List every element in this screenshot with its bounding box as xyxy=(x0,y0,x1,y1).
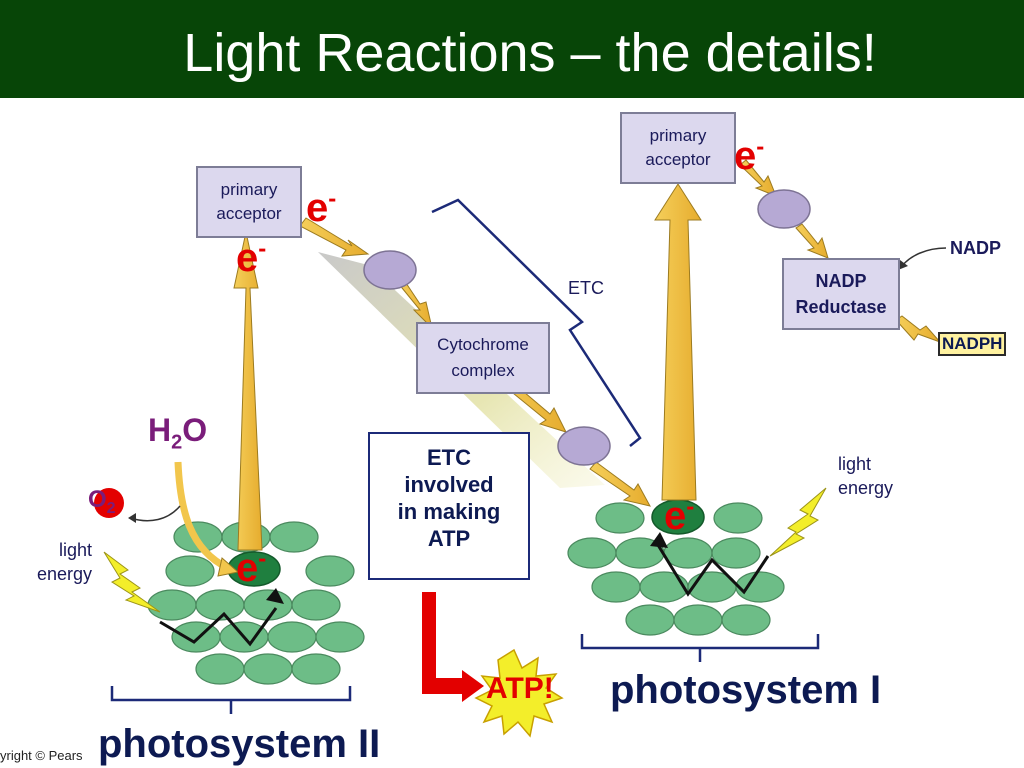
h2o-h: H xyxy=(148,412,172,448)
electron-text: e xyxy=(236,236,259,280)
electron-charge: - xyxy=(258,235,267,263)
electron-label-ps2-arrow: e- xyxy=(236,236,266,281)
light-energy-ps2-line1: light xyxy=(58,540,92,560)
etc-label: ETC xyxy=(568,278,604,298)
primary-acceptor-ps1: primary acceptor xyxy=(620,112,736,184)
title-bar: Light Reactions – the details! xyxy=(0,0,1024,98)
photosystem-ii-bracket xyxy=(110,686,352,714)
electron-charge: - xyxy=(686,493,695,521)
etc-atp-note-line4: ATP xyxy=(427,526,471,551)
photosystem-i-bracket xyxy=(580,634,820,662)
h2o-subscript: 2 xyxy=(171,431,183,454)
primary-acceptor-ps1-line2: acceptor xyxy=(645,150,711,169)
electron-label-ps2-center: e- xyxy=(236,546,266,591)
light-bolt-ps1 xyxy=(769,487,827,557)
electron-label-ps1-center: e- xyxy=(664,494,694,539)
h2o-label: H2O xyxy=(148,412,207,454)
light-energy-ps1-line1: light xyxy=(838,454,872,474)
photosystem-i-label: photosystem I xyxy=(610,668,882,712)
primary-acceptor-ps2-line1: primary xyxy=(220,180,278,199)
energy-transfer-zigzag-ps1 xyxy=(656,544,770,597)
o2-o: O xyxy=(88,486,107,513)
zigzag-arrowhead-ps2 xyxy=(266,588,284,604)
photosystem-i-discs xyxy=(567,502,785,636)
light-energy-ps1-line2: energy xyxy=(838,478,894,498)
atp-label: ATP! xyxy=(486,672,554,705)
electron-label-ps1-acceptor: e- xyxy=(734,134,764,179)
zigzag-arrowhead-ps1 xyxy=(650,532,668,548)
electron-charge: - xyxy=(328,185,337,213)
light-bolt-ps2 xyxy=(103,551,161,613)
nadp-reductase: NADP Reductase xyxy=(782,258,900,330)
electron-carriers xyxy=(363,189,811,466)
copyright-notice: yright © Pears xyxy=(0,748,83,763)
cytochrome-complex-line2: complex xyxy=(451,361,515,380)
etc-bracket xyxy=(431,198,642,447)
photosystem-ii-label: photosystem II xyxy=(98,722,381,766)
nadp-input-arrow xyxy=(901,247,947,267)
excitation-arrow-ps1 xyxy=(654,183,702,501)
diagram-canvas xyxy=(103,159,947,738)
electron-label-ps2-acceptor: e- xyxy=(306,186,336,231)
electron-charge: - xyxy=(258,545,267,573)
light-energy-ps1-label: light energy xyxy=(838,452,893,500)
primary-acceptor-ps2-line2: acceptor xyxy=(216,204,282,223)
o2-bubble xyxy=(94,488,124,518)
etc-atp-note-line3: in making xyxy=(397,499,501,524)
etc-atp-note-line1: ETC xyxy=(427,445,471,470)
atp-arrow xyxy=(422,592,484,702)
cytochrome-complex: Cytochrome complex xyxy=(416,322,550,394)
electron-text: e xyxy=(664,494,687,538)
h2o-arrow-head xyxy=(217,557,240,577)
primary-acceptor-ps1-line1: primary xyxy=(649,126,707,145)
electron-text: e xyxy=(236,546,259,590)
nadp-input-arrow-head xyxy=(898,260,908,270)
nadp-reductase-line2: Reductase xyxy=(795,297,887,317)
energy-transfer-zigzag-ps2 xyxy=(159,607,278,647)
electron-text: e xyxy=(734,134,757,178)
slide-title: Light Reactions – the details! xyxy=(183,23,877,83)
cytochrome-complex-line1: Cytochrome xyxy=(437,335,529,354)
electron-charge: - xyxy=(756,133,765,161)
o2-release-arrow-head xyxy=(128,513,136,523)
h2o-o: O xyxy=(182,412,208,448)
h2o-arrow xyxy=(174,461,230,572)
light-energy-ps2-line2: energy xyxy=(36,564,92,584)
etc-atp-note: ETC involved in making ATP xyxy=(368,432,530,580)
excitation-arrow-ps2 xyxy=(233,231,263,551)
nadp-reductase-line1: NADP xyxy=(815,271,867,291)
o2-label: O2 xyxy=(88,486,116,518)
etc-arrows-ps1-to-nadp xyxy=(739,159,941,343)
primary-acceptor-ps2: primary acceptor xyxy=(196,166,302,238)
o2-subscript: 2 xyxy=(106,499,116,517)
light-energy-ps2-label: light energy xyxy=(18,538,92,586)
o2-release-arrow xyxy=(129,505,181,522)
electron-text: e xyxy=(306,186,329,230)
nadph-label: NADPH xyxy=(938,332,1007,356)
atp-starburst xyxy=(474,648,564,738)
etc-atp-note-line2: involved xyxy=(404,472,494,497)
nadp-label: NADP xyxy=(950,238,1002,258)
